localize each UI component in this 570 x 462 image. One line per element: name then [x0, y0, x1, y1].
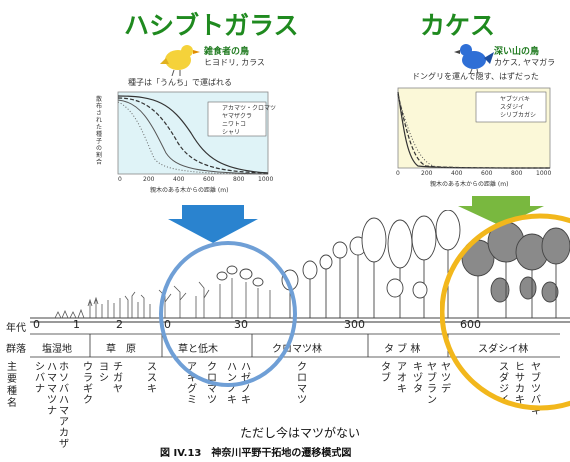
species-col: ヒサカキ — [515, 362, 525, 406]
blue-highlight-circle — [159, 241, 297, 387]
left-xtick-0: 0 — [118, 176, 122, 183]
right-xtick-4: 800 — [511, 170, 523, 177]
zone-grass-shrub: 草と低木 — [178, 344, 218, 355]
right-xtick-2: 400 — [451, 170, 463, 177]
species-col: ヨシ — [99, 362, 109, 384]
zone-black-pine-forest: クロマツ林 — [272, 344, 322, 355]
left-xtick-5: 1000 — [258, 176, 274, 183]
blue-bird-icon — [454, 44, 494, 74]
succession-vegetation-illustration — [30, 210, 570, 319]
left-xtick-4: 800 — [233, 176, 245, 183]
timeline-tick-1: 1 — [73, 318, 80, 331]
timeline-tick-0: 0 — [33, 318, 40, 331]
left-dispersal-chart — [117, 91, 269, 175]
right-subtitle: ドングリを運んで隠す、はずだった — [412, 72, 539, 81]
left-legend-1: アカマツ・クロマツ — [222, 105, 277, 112]
species-col: ヤブラン — [427, 362, 437, 406]
species-col: ホソバハマアカザ — [59, 362, 69, 450]
species-col: クロマツ — [297, 362, 307, 406]
right-legend-3: シリブカガシ — [500, 112, 537, 119]
species-col: ハンノキ — [227, 362, 237, 406]
green-down-arrow — [458, 196, 544, 226]
left-title: ハシブトガラス — [124, 11, 299, 40]
left-x-label: 親木のある木からの距離 (m) — [150, 187, 229, 194]
species-col: アキグミ — [187, 362, 197, 406]
timeline-tick-6: 600 — [460, 318, 481, 331]
left-xtick-2: 400 — [173, 176, 185, 183]
species-col: アオキ — [397, 362, 407, 395]
species-col: ススキ — [147, 362, 157, 395]
right-xtick-0: 0 — [396, 170, 400, 177]
species-col: ハママツナ — [47, 362, 57, 417]
species-col: ヤブツバキ — [531, 362, 541, 417]
right-bird-group: 深い山の鳥 — [494, 47, 540, 57]
right-xtick-5: 1000 — [536, 170, 552, 177]
left-subtitle: 種子は「うんち」で運ばれる — [128, 78, 232, 87]
right-bird-names: カケス, ヤマガラ — [494, 58, 556, 67]
species-col: キヅタ — [413, 362, 423, 395]
zone-grassland: 草 原 — [106, 344, 136, 355]
left-legend-2: ヤマザクラ — [222, 113, 253, 120]
right-xtick-3: 600 — [481, 170, 493, 177]
right-title: カケス — [420, 11, 496, 40]
right-legend-1: ヤブツバキ — [500, 96, 531, 103]
species-col: ハゼノキ — [241, 362, 251, 406]
species-row-label: 主要種名 — [7, 362, 17, 409]
species-col: チガヤ — [113, 362, 123, 395]
timeline-tick-3: 0 — [164, 318, 171, 331]
species-col: ヤツデ — [441, 362, 451, 395]
timeline-row-label: 年代 — [6, 323, 26, 334]
zone-tabu-forest: タ ブ 林 — [384, 344, 421, 355]
species-col: クロマツ — [207, 362, 217, 406]
timeline-axis — [30, 321, 570, 323]
figure-caption: 図 IV.13 神奈川平野干拓地の遷移模式図 — [160, 448, 352, 459]
blue-down-arrow — [168, 205, 258, 243]
left-y-label: 散布された種子の割合 — [96, 96, 103, 166]
timeline-tick-4: 30 — [234, 318, 248, 331]
right-dispersal-chart — [397, 87, 551, 169]
left-xtick-1: 200 — [143, 176, 155, 183]
zones-row-label: 群落 — [6, 344, 26, 355]
left-legend-4: シャリ — [222, 129, 241, 136]
right-xtick-1: 200 — [421, 170, 433, 177]
left-xtick-3: 600 — [203, 176, 215, 183]
pine-note: ただし今はマツがない — [240, 426, 361, 440]
timeline-tick-2: 2 — [116, 318, 123, 331]
species-col: ウラギク — [83, 362, 93, 406]
species-col: タブ — [381, 362, 391, 384]
zone-salt-marsh: 塩湿地 — [42, 344, 72, 355]
left-bird-group: 雑食者の鳥 — [204, 47, 250, 57]
zone-sudajii-forest: スダシイ林 — [478, 344, 529, 355]
yellow-bird-icon — [160, 45, 200, 76]
left-bird-names: ヒヨドリ, カラス — [204, 58, 265, 67]
yellow-highlight-circle — [440, 213, 570, 411]
left-legend-3: ニワトコ — [222, 121, 247, 128]
right-x-label: 親木のある木からの距離 (m) — [430, 181, 509, 188]
timeline-tick-5: 300 — [344, 318, 365, 331]
species-col: シバナ — [35, 362, 45, 395]
right-legend-2: スダジイ — [500, 104, 525, 111]
